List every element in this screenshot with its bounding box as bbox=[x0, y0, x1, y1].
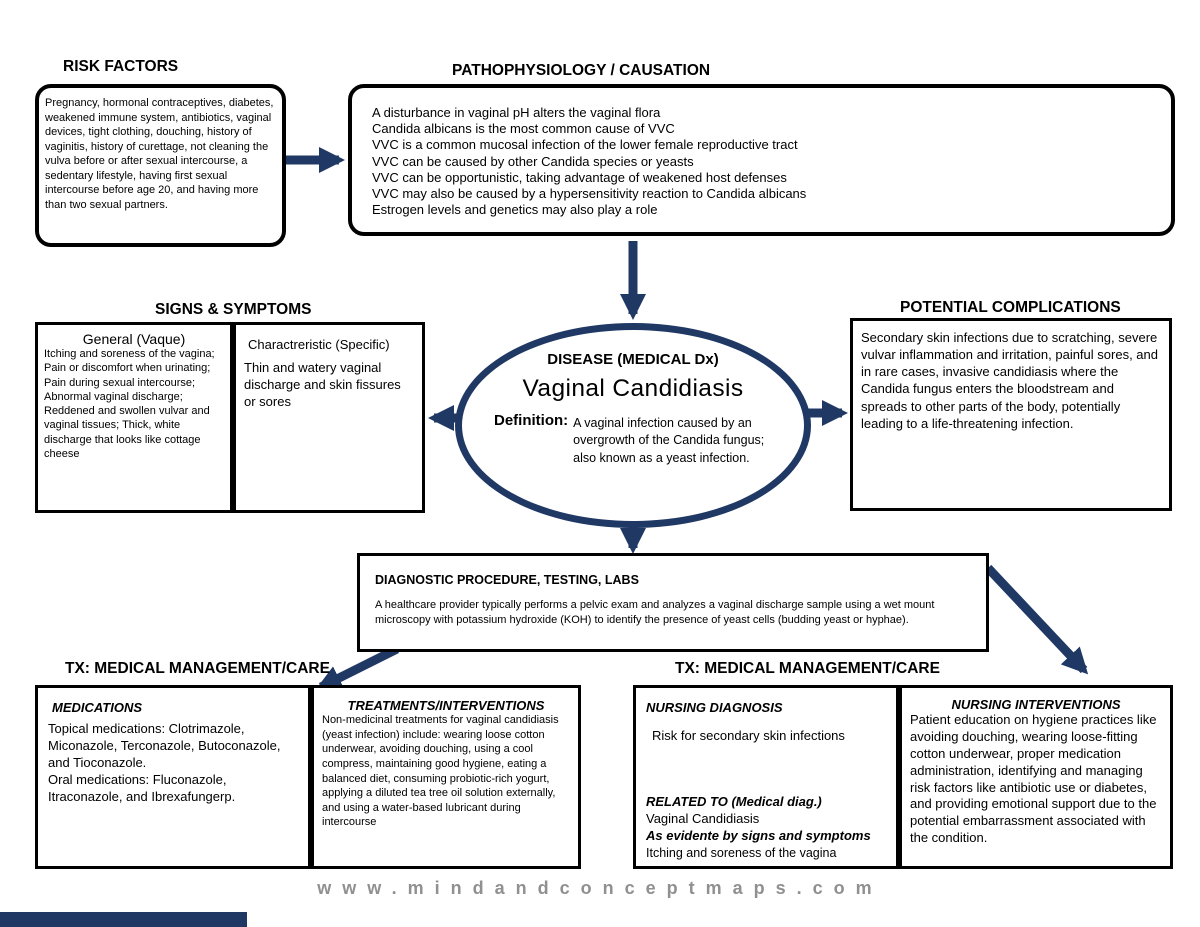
risk-factors-box: Pregnancy, hormonal contraceptives, diab… bbox=[35, 84, 286, 247]
arrow-diagnostics-to-nursing-interventions-icon bbox=[984, 564, 1089, 675]
complications-heading: POTENTIAL COMPLICATIONS bbox=[900, 299, 1121, 316]
tx-right-heading: TX: MEDICAL MANAGEMENT/CARE bbox=[675, 660, 940, 677]
footer-accent-bar bbox=[0, 912, 247, 927]
medications-box: MEDICATIONS Topical medications: Clotrim… bbox=[35, 685, 311, 869]
diagnostics-title: DIAGNOSTIC PROCEDURE, TESTING, LABS bbox=[375, 573, 639, 587]
medications-title: MEDICATIONS bbox=[52, 700, 143, 715]
nursing-diagnosis-title: NURSING DIAGNOSIS bbox=[646, 700, 783, 715]
nursing-interventions-box: NURSING INTERVENTIONS Patient education … bbox=[899, 685, 1173, 869]
disease-heading: DISEASE (MEDICAL Dx) bbox=[547, 351, 719, 368]
disease-definition-text: A vaginal infection caused by an overgro… bbox=[573, 416, 765, 465]
disease-definition-label: Definition: bbox=[494, 412, 569, 429]
signs-symptoms-heading: SIGNS & SYMPTOMS bbox=[155, 301, 312, 318]
treatments-text: Non-medicinal treatments for vaginal can… bbox=[322, 714, 559, 829]
disease-ellipse: DISEASE (MEDICAL Dx) Vaginal Candidiasis… bbox=[455, 323, 811, 528]
arrow-diagnostics-to-tx-left-icon bbox=[315, 644, 400, 692]
nursing-diagnosis-risk: Risk for secondary skin infections bbox=[652, 728, 845, 743]
diagnostics-text: A healthcare provider typically performs… bbox=[375, 599, 935, 627]
pathophysiology-text: A disturbance in vaginal pH alters the v… bbox=[372, 105, 807, 218]
complications-box: Secondary skin infections due to scratch… bbox=[850, 318, 1172, 511]
treatments-box: TREATMENTS/INTERVENTIONS Non-medicinal t… bbox=[311, 685, 581, 869]
nursing-diagnosis-box: NURSING DIAGNOSIS Risk for secondary ski… bbox=[633, 685, 899, 869]
medications-text: Topical medications: Clotrimazole, Micon… bbox=[48, 721, 281, 804]
treatments-title: TREATMENTS/INTERVENTIONS bbox=[347, 698, 545, 713]
signs-characteristic-text: Thin and watery vaginal discharge and sk… bbox=[244, 360, 401, 409]
signs-characteristic-box: Charactreristic (Specific) Thin and wate… bbox=[233, 322, 425, 513]
nursing-interventions-text: Patient education on hygiene practices l… bbox=[910, 712, 1157, 846]
pathophysiology-heading: PATHOPHYSIOLOGY / CAUSATION bbox=[452, 62, 711, 79]
signs-general-title: General (Vaque) bbox=[82, 331, 186, 347]
signs-general-box: General (Vaque) Itching and soreness of … bbox=[35, 322, 233, 513]
related-to-label: RELATED TO (Medical diag.) bbox=[646, 793, 822, 809]
risk-factors-heading: RISK FACTORS bbox=[63, 58, 179, 75]
diagnostics-box: DIAGNOSTIC PROCEDURE, TESTING, LABS A he… bbox=[357, 553, 989, 652]
footer-url: www.mindandconceptmaps.com bbox=[317, 878, 883, 898]
evidence-value: Itching and soreness of the vagina bbox=[646, 845, 837, 860]
evidence-label: As evidente by signs and symptoms bbox=[646, 827, 871, 843]
signs-general-text: Itching and soreness of the vagina; Pain… bbox=[44, 348, 215, 461]
disease-name: Vaginal Candidiasis bbox=[522, 375, 744, 402]
related-to-value: Vaginal Candidiasis bbox=[646, 810, 760, 826]
risk-factors-text: Pregnancy, hormonal contraceptives, diab… bbox=[45, 97, 274, 211]
pathophysiology-box: A disturbance in vaginal pH alters the v… bbox=[348, 84, 1175, 236]
tx-left-heading: TX: MEDICAL MANAGEMENT/CARE bbox=[65, 660, 330, 677]
complications-text: Secondary skin infections due to scratch… bbox=[861, 330, 1158, 431]
nursing-interventions-title: NURSING INTERVENTIONS bbox=[951, 697, 1121, 712]
signs-characteristic-title: Charactreristic (Specific) bbox=[248, 337, 390, 352]
